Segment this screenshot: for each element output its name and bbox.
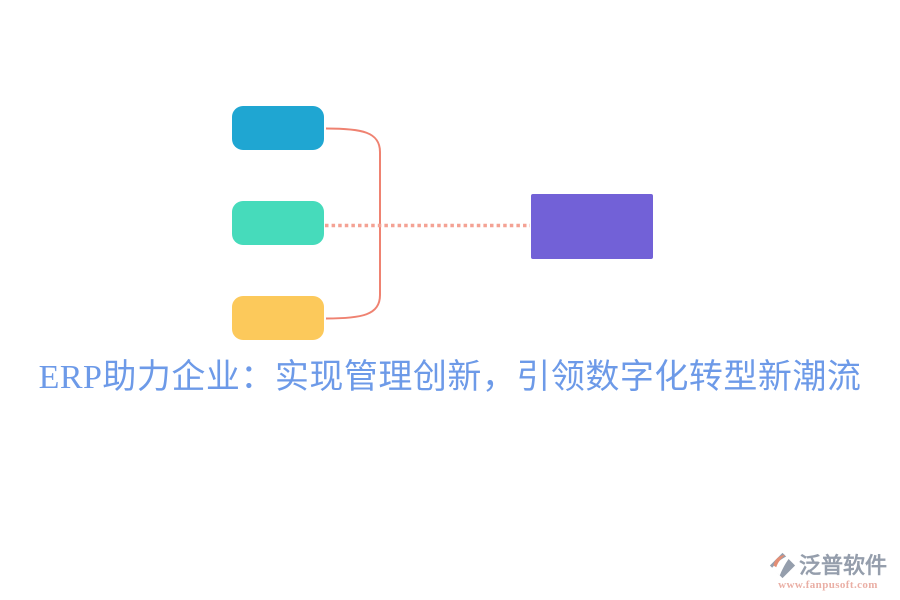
- caption-title: ERP助力企业：实现管理创新，引领数字化转型新潮流: [38, 359, 862, 396]
- watermark-url-text: www.fanpusoft.com: [778, 579, 878, 591]
- source-box-middle: [232, 201, 324, 245]
- watermark: 泛普软件 www.fanpusoft.com: [769, 552, 887, 591]
- source-box-bottom: [232, 296, 324, 340]
- target-box: [531, 194, 653, 259]
- source-box-top: [232, 106, 324, 150]
- fanpu-logo-icon: [769, 552, 796, 579]
- watermark-brand-text: 泛普软件: [798, 552, 887, 578]
- watermark-row: 泛普软件: [769, 552, 887, 579]
- bracket-connector-line: [325, 127, 381, 320]
